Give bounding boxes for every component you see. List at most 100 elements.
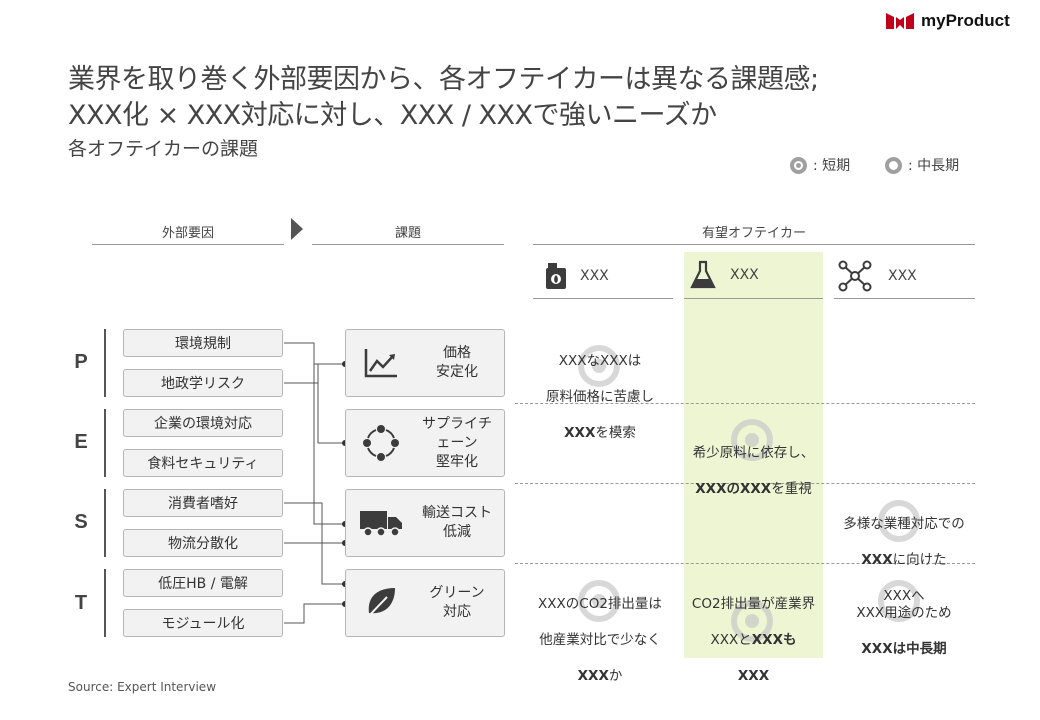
row-separator: [515, 403, 975, 404]
cell-s-offtaker-3: 多様な業種対応での XXXに向けた XXXへ: [830, 497, 978, 623]
cell-line: XXX: [680, 667, 827, 685]
issue-box-green: グリーン 対応: [345, 569, 505, 637]
issue-label: サプライチェーン 堅牢化: [422, 415, 492, 470]
cell-bold-text: XXXのXXX: [695, 481, 772, 497]
factor-box: モジュール化: [123, 609, 283, 637]
cell-p-offtaker-1: XXXなXXXは 原料価格に苦慮し XXXを模索: [530, 334, 670, 460]
cell-line: XXXは中長期: [830, 640, 978, 658]
cell-line: CO2排出量が産業界: [691, 596, 816, 612]
mid-long-term-marker-icon: [878, 580, 920, 622]
flask-icon: [690, 260, 716, 289]
header-offtakers: 有望オフテイカー: [701, 226, 806, 241]
pest-letter-t: T: [74, 592, 88, 614]
fuel-can-icon: [546, 263, 566, 289]
factor-box: 低圧HB / 電解: [123, 569, 283, 597]
issue-label: グリーン 対応: [429, 585, 485, 620]
cell-text: を模索: [595, 425, 636, 441]
trend-chart-icon: [364, 349, 397, 378]
cell-line: 多様な業種対応での: [843, 516, 965, 532]
factor-box: 食料セキュリティ: [123, 449, 283, 477]
cell-line: XXXへ: [883, 588, 925, 604]
cell-line: 原料価格に苦慮し: [546, 389, 654, 405]
cell-line: 他産業対比で少なく: [539, 632, 661, 648]
legend-mid-long-term: : 中長期: [885, 155, 959, 175]
cell-bold-text: XXX: [861, 552, 893, 568]
brand-name: myProduct: [921, 11, 1010, 30]
cell-t-offtaker-3: XXX用途のため XXXは中長期: [830, 586, 978, 676]
cell-line: XXXに向けた: [830, 551, 978, 569]
source-note: Source: Expert Interview: [68, 680, 217, 694]
arrow-right-icon: [291, 218, 303, 240]
cell-line: XXXなXXXは: [558, 353, 642, 369]
pest-letter-p: P: [74, 351, 88, 373]
issue-box-transport: 輸送コスト 低減: [345, 489, 505, 557]
molecule-icon: [838, 260, 872, 292]
page-subtitle: 各オフテイカーの課題: [68, 138, 259, 160]
header-divider: [92, 244, 284, 245]
short-term-marker-icon: [578, 580, 620, 622]
pest-bar: [104, 409, 106, 477]
offtaker-col-3: XXX: [838, 260, 917, 292]
pest-bar: [104, 489, 106, 557]
pest-letter-s: S: [74, 511, 88, 533]
legend-mid-long-term-label: : 中長期: [908, 158, 960, 174]
short-term-marker-icon: [578, 345, 620, 387]
header-external-factors: 外部要因: [161, 226, 214, 241]
factor-box: 企業の環境対応: [123, 409, 283, 437]
cell-line: XXX用途のため: [856, 605, 952, 621]
mid-long-term-ring-icon: [885, 156, 902, 174]
page-title: 業界を取り巻く外部要因から、各オフテイカーは異なる課題感; XXX化 × XXX…: [68, 62, 968, 134]
header-issues: 課題: [394, 226, 421, 241]
offtaker-col-1-label: XXX: [580, 268, 609, 284]
cell-e-offtaker-2: 希少原料に依存し、 XXXのXXXを重視: [684, 426, 823, 516]
cell-bold-text: XXX: [577, 668, 609, 684]
mid-long-term-marker-icon: [878, 500, 920, 542]
factor-box: 環境規制: [123, 329, 283, 357]
col-divider: [533, 298, 673, 299]
cell-text: を重視: [771, 481, 812, 497]
cell-line: XXXか: [528, 667, 672, 685]
col-divider: [684, 298, 823, 299]
header-divider: [312, 244, 504, 245]
offtaker-col-1: XXX: [544, 262, 609, 290]
factor-box: 物流分散化: [123, 529, 283, 557]
short-term-ring-icon: [790, 156, 807, 174]
factor-box: 地政学リスク: [123, 369, 283, 397]
cell-line: XXXとXXXも: [680, 631, 827, 649]
cell-t-offtaker-2: CO2排出量が産業界 XXXとXXXも XXX: [680, 577, 827, 703]
issue-label: 価格 安定化: [436, 345, 478, 380]
issue-box-supply-chain: サプライチェーン 堅牢化: [345, 409, 505, 477]
header-divider: [533, 244, 975, 245]
legend-short-term: : 短期: [790, 155, 850, 175]
pest-letter-e: E: [74, 431, 88, 453]
row-separator: [515, 563, 975, 564]
short-term-marker-icon: [731, 600, 773, 642]
offtaker-col-3-label: XXX: [888, 268, 917, 284]
issue-label: 輸送コスト 低減: [422, 505, 492, 540]
cell-bold-text: XXX: [564, 425, 596, 441]
short-term-marker-icon: [731, 419, 773, 461]
offtaker-col-2-label: XXX: [730, 267, 759, 283]
pest-bar: [104, 569, 106, 637]
title-line-2: XXX化 × XXX対応に対し、XXX / XXXで強いニーズか: [68, 100, 717, 131]
cell-bold-text: XXX: [737, 668, 770, 684]
legend-short-term-label: : 短期: [813, 158, 851, 174]
factor-box: 消費者嗜好: [123, 489, 283, 517]
col-divider: [834, 298, 975, 299]
leaf-icon: [365, 588, 395, 620]
cell-text: に向けた: [892, 552, 947, 568]
cell-text: XXXと: [710, 632, 752, 648]
title-line-1: 業界を取り巻く外部要因から、各オフテイカーは異なる課題感;: [68, 64, 819, 95]
cell-line: XXXのCO2排出量は: [538, 596, 662, 612]
cell-bold-text: XXXも: [751, 632, 797, 648]
cell-line: XXXを模索: [530, 424, 670, 442]
pest-bar: [104, 329, 106, 397]
cell-line: XXXのXXXを重視: [684, 480, 823, 498]
cell-t-offtaker-1: XXXのCO2排出量は 他産業対比で少なく XXXか: [528, 577, 672, 703]
supply-cycle-icon: [363, 425, 399, 461]
issue-box-price: 価格 安定化: [345, 329, 505, 397]
offtaker-col-2: XXX: [690, 260, 759, 290]
brand-logo: myProduct: [885, 10, 1035, 32]
cell-line: 希少原料に依存し、: [692, 445, 815, 461]
